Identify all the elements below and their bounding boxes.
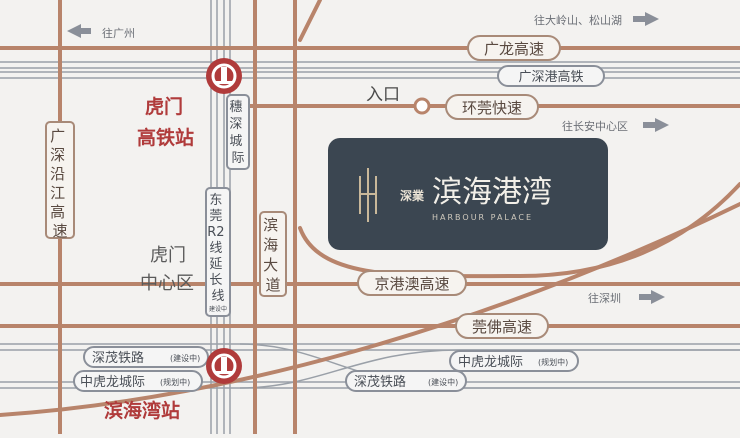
guanfo-label-bg bbox=[455, 313, 549, 339]
binhaiwan-station-label: 滨海湾站 bbox=[104, 399, 180, 422]
guanglong-label: 广龙高速 bbox=[484, 40, 544, 58]
humen-station-line1: 虎门 bbox=[145, 95, 183, 118]
guangshengang-label: 广深港高铁 bbox=[518, 69, 583, 85]
direction-guangzhou: 往广州 bbox=[102, 26, 135, 40]
shenmao-left-label: 深茂铁路 bbox=[92, 350, 144, 366]
guangshengang-label-bg bbox=[497, 65, 605, 87]
project-logo-icon bbox=[359, 168, 377, 222]
zhonghulong-right-label-bg bbox=[449, 350, 579, 372]
r2-label-bg bbox=[205, 187, 231, 317]
yanjiang-label-bg bbox=[45, 121, 75, 239]
yanjiang-label: 广 深 沿 江 高 速 bbox=[50, 127, 70, 240]
humen-center-line2: 中心区 bbox=[140, 273, 194, 294]
project-panel bbox=[328, 138, 608, 250]
humen-station-line2: 高铁站 bbox=[137, 126, 194, 149]
zhonghulong-right-status: (规划中) bbox=[538, 357, 568, 367]
entrance-marker bbox=[413, 97, 431, 115]
zhonghulong-left-label-bg bbox=[73, 370, 203, 392]
humen-station-icon bbox=[206, 58, 242, 94]
binhai-dadao-label-bg bbox=[259, 211, 287, 297]
shenmao-right-label-bg bbox=[345, 370, 467, 392]
shenmao-left-label-bg bbox=[83, 346, 209, 368]
huanguan-label: 环莞快速 bbox=[462, 99, 522, 117]
suishen-label-bg bbox=[226, 94, 250, 170]
shenmao-left-status: (建设中) bbox=[170, 353, 200, 363]
shenmao-right-label: 深茂铁路 bbox=[354, 374, 406, 390]
project-brand: 深業 bbox=[400, 188, 425, 203]
direction-dalingshan: 往大岭山、松山湖 bbox=[534, 13, 622, 27]
binhaiwan-station-icon bbox=[206, 348, 242, 384]
direction-shenzhen: 往深圳 bbox=[588, 291, 621, 305]
shenmao-right-status: (建设中) bbox=[428, 377, 458, 387]
r2-status: 建设中 bbox=[209, 305, 227, 313]
project-english: HARBOUR PALACE bbox=[432, 213, 533, 222]
entrance-label: 入口 bbox=[366, 85, 400, 105]
jinggangao-label: 京港澳高速 bbox=[374, 275, 449, 293]
project-name: 滨海港湾 bbox=[432, 175, 552, 210]
huanguan-label-bg bbox=[445, 94, 539, 120]
guanglong-label-bg bbox=[467, 35, 561, 61]
zhonghulong-left-status: (规划中) bbox=[160, 377, 190, 387]
humen-center-line1: 虎门 bbox=[150, 245, 186, 266]
direction-arrows bbox=[67, 12, 669, 304]
guanfo-label: 莞佛高速 bbox=[472, 318, 532, 336]
zhonghulong-right-label: 中虎龙城际 bbox=[458, 355, 523, 370]
binhai-dadao-label: 滨 海 大 道 bbox=[263, 216, 283, 294]
jinggangao-label-bg bbox=[357, 270, 467, 296]
r2-label: 东 莞 R2 线 延 长 线 bbox=[207, 193, 228, 304]
direction-changan: 往长安中心区 bbox=[562, 119, 628, 133]
suishen-label: 穗 深 城 际 bbox=[229, 100, 246, 166]
zhonghulong-left-label: 中虎龙城际 bbox=[80, 375, 145, 390]
